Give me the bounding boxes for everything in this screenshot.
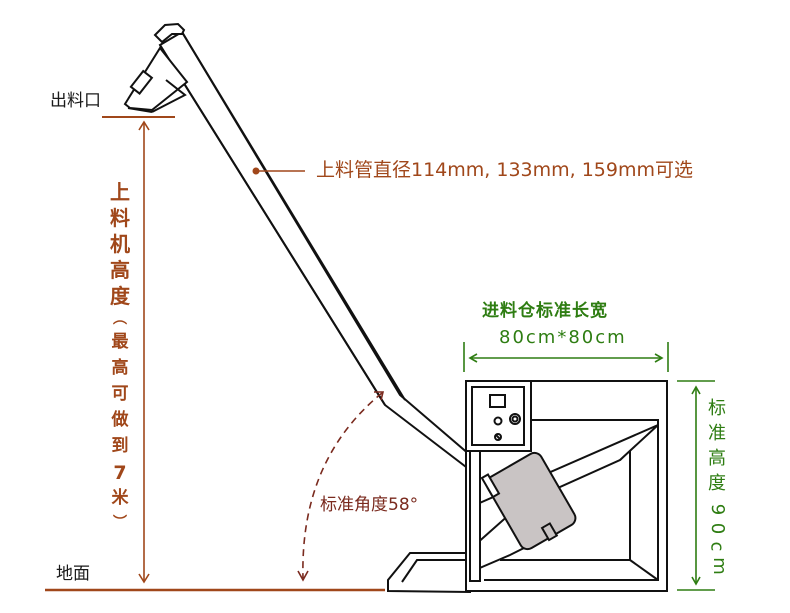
hopper-height-char: 9	[707, 503, 729, 516]
angle-arc	[302, 392, 383, 579]
angle-arrow-top	[374, 391, 385, 401]
hopper-size-title: 进料仓标准长宽	[482, 301, 608, 321]
height-char: ︶	[113, 515, 127, 531]
hopper-width-dimension	[463, 342, 669, 372]
feed-pipe	[123, 22, 471, 473]
hopper-height-char: 标	[708, 398, 726, 419]
height-char: ︵	[113, 311, 127, 327]
height-char: 高	[110, 258, 130, 282]
pipe-diameter-leader	[252, 167, 305, 175]
hopper-height-char: 0	[707, 522, 729, 535]
height-char: 可	[111, 384, 129, 404]
hopper-height-char: m	[708, 557, 730, 575]
hopper-height-char: c	[706, 541, 728, 552]
hopper-height-char: 高	[708, 448, 726, 469]
hopper-height-char: 度	[708, 473, 726, 494]
height-char: 米	[111, 488, 129, 508]
motor	[480, 451, 577, 551]
height-char: 度	[110, 284, 130, 308]
machine-height-label: 上 料 机 高 度 ︵ 最 高 可 做 到 7 米 ︶	[108, 182, 132, 538]
hopper-height-char: 准	[708, 423, 726, 444]
height-char: 机	[110, 232, 130, 256]
pipe-diameter-label: 上料管直径114mm, 133mm, 159mm可选	[316, 159, 694, 181]
height-char: 料	[110, 206, 130, 230]
angle-arrow-bottom	[297, 570, 309, 582]
hopper-height-dimension	[677, 380, 715, 591]
ground-label: 地面	[56, 564, 90, 584]
outlet-label: 出料口	[50, 91, 101, 111]
height-char: 高	[111, 358, 129, 378]
hopper-size-value: 80cm*80cm	[499, 327, 627, 348]
height-char: 到	[111, 436, 129, 456]
height-dimension-arrow	[138, 120, 150, 584]
height-char: 7	[113, 462, 127, 484]
angle-label: 标准角度58°	[320, 495, 419, 515]
height-char: 做	[111, 410, 129, 430]
height-char: 上	[110, 180, 130, 204]
height-char: 最	[111, 332, 129, 352]
hopper-height-label: 标 准 高 度 9 0 c m	[705, 398, 730, 577]
